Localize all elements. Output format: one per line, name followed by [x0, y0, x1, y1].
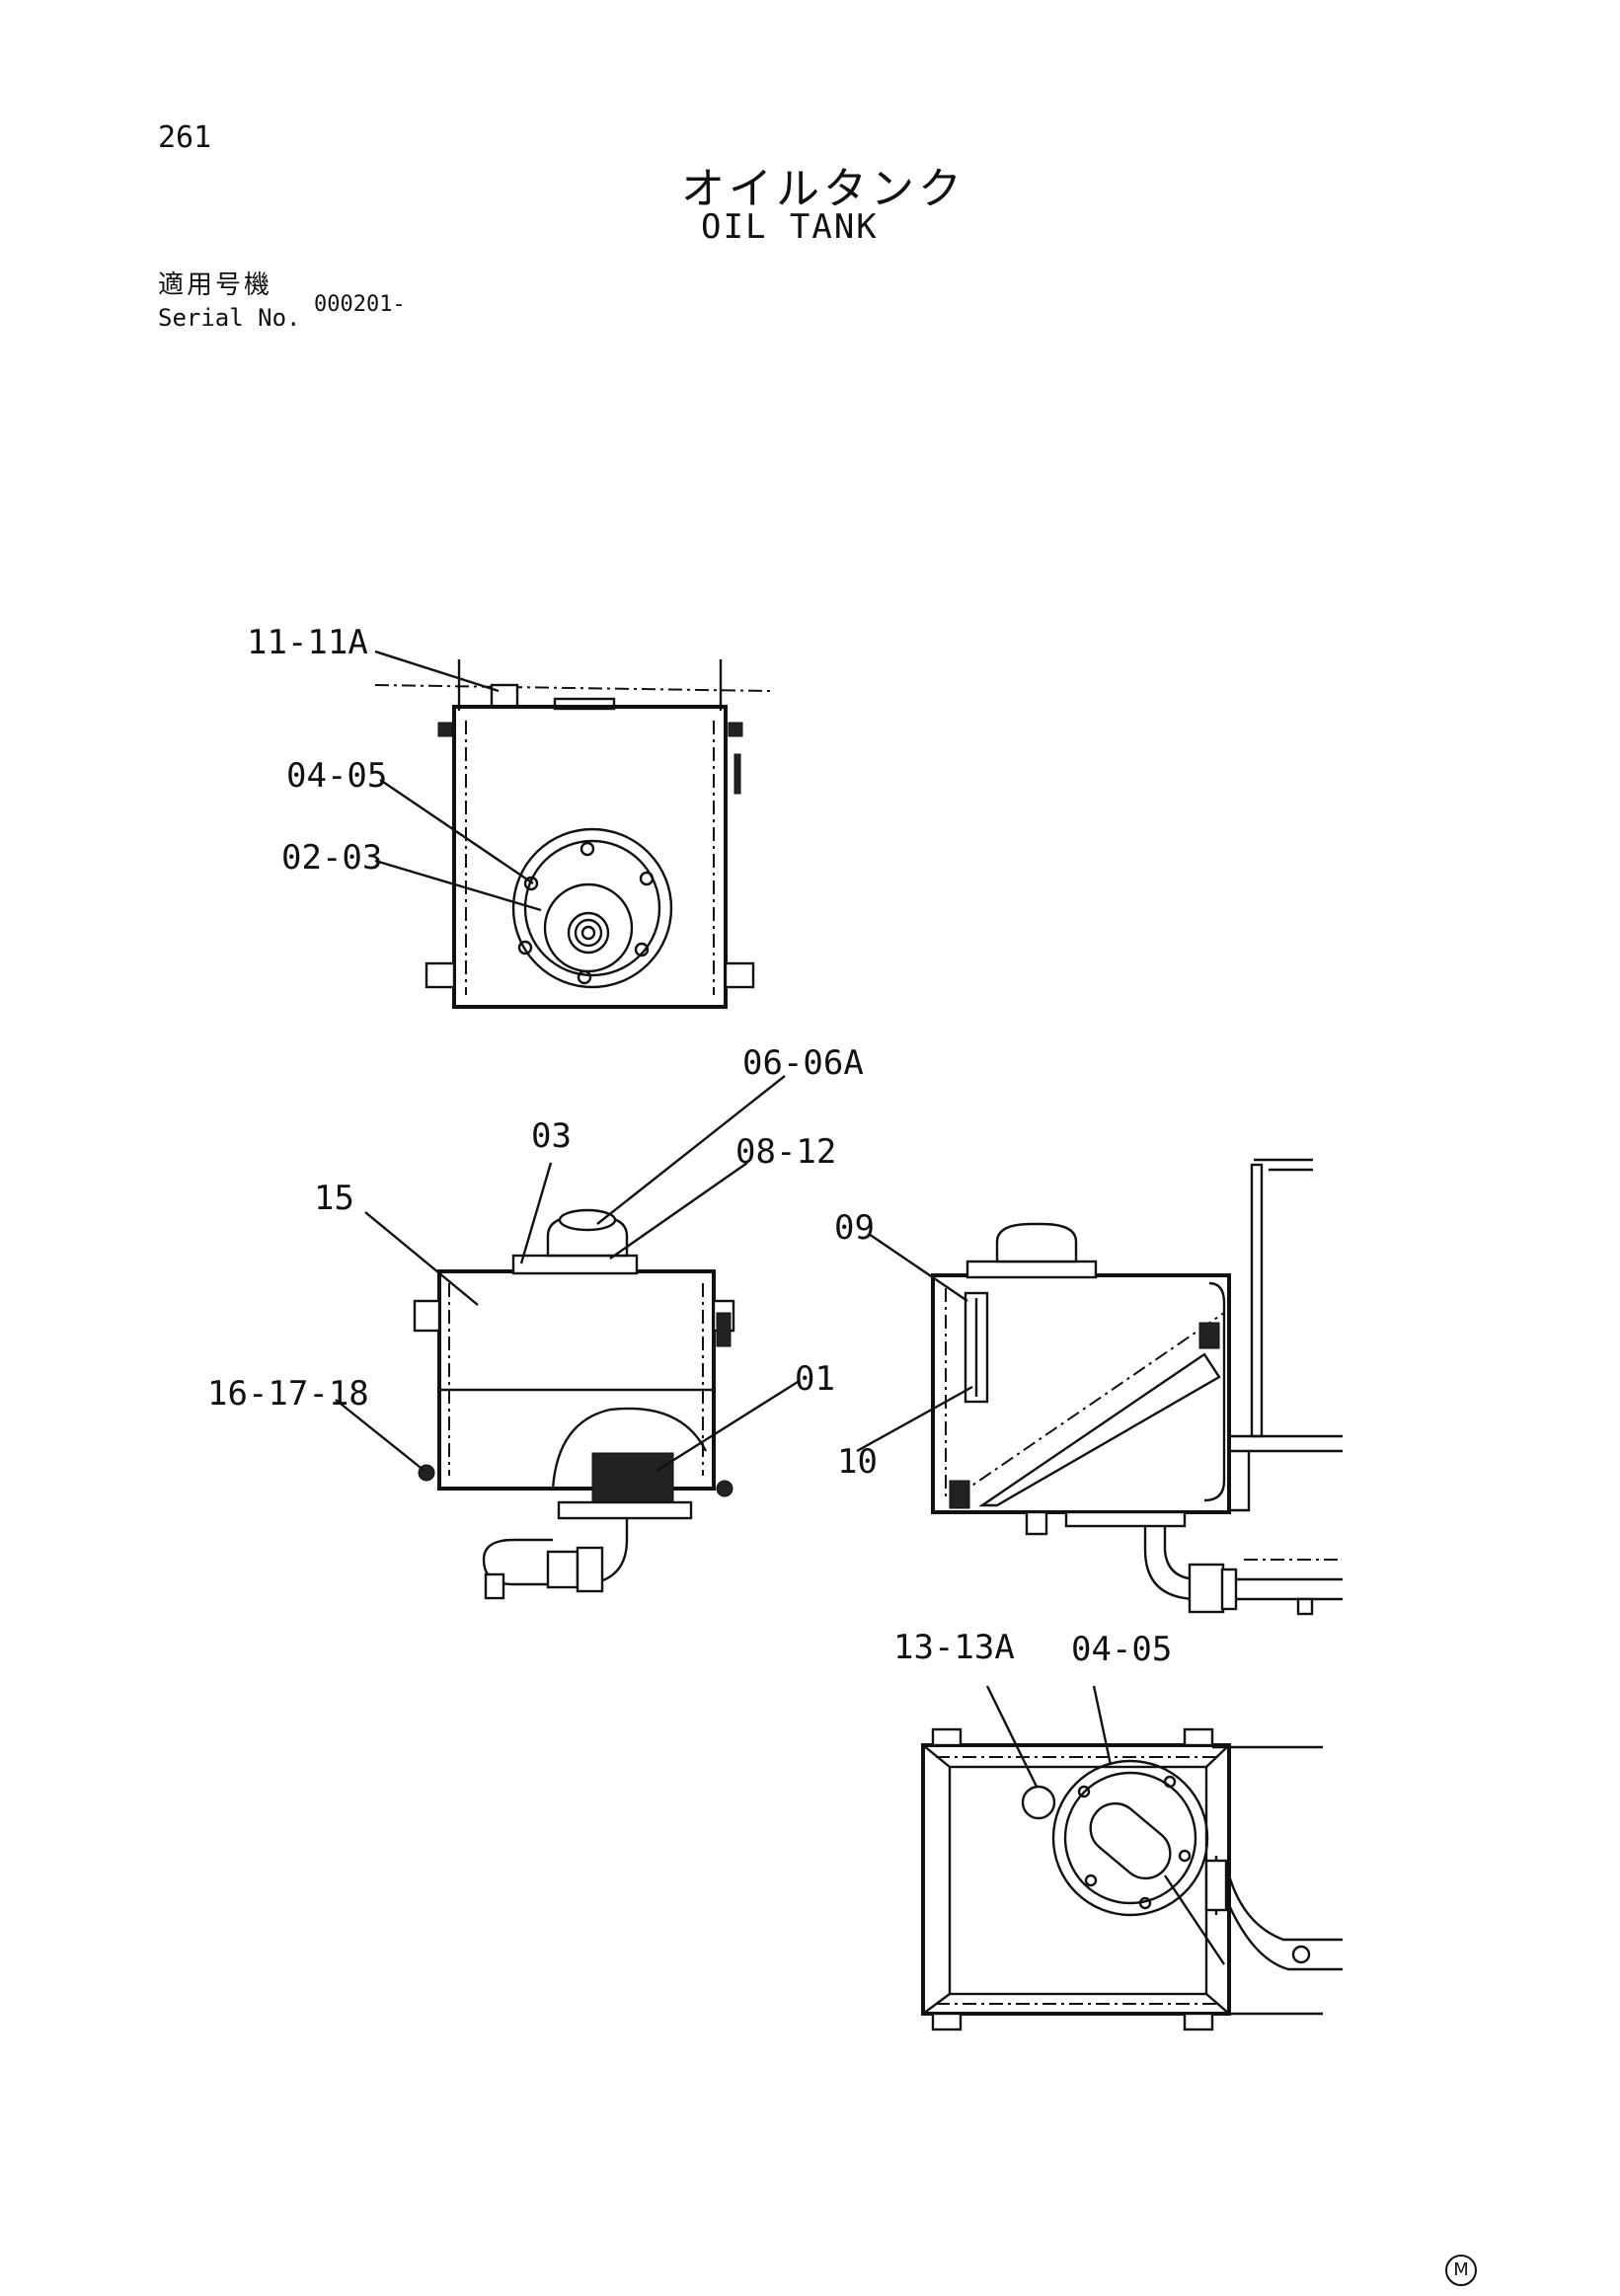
callout-11-11a: 11-11A — [247, 623, 368, 662]
callout-08-12: 08-12 — [735, 1132, 836, 1172]
serial-label-english: Serial No. — [158, 304, 301, 332]
bottom-view-drawing — [921, 1685, 1343, 2031]
page-number: 261 — [158, 120, 212, 155]
callout-02-03: 02-03 — [281, 838, 382, 878]
callout-06-06a: 06-06A — [742, 1043, 864, 1083]
callout-01: 01 — [795, 1359, 835, 1399]
page-title-japanese: オイルタンク — [681, 164, 965, 214]
side-view-drawing — [856, 1158, 1343, 1616]
front-view-drawing — [335, 1075, 799, 1600]
serial-label-japanese: 適用号機 — [158, 270, 273, 300]
top-view-drawing — [374, 650, 771, 1009]
callout-10: 10 — [837, 1442, 878, 1482]
callout-15: 15 — [314, 1179, 354, 1218]
m-mark-icon: M — [1445, 2255, 1477, 2286]
page-title-english: OIL TANK — [701, 207, 879, 247]
serial-number-value: 000201- — [314, 292, 406, 317]
callout-04-05-top: 04-05 — [286, 756, 387, 796]
callout-04-05-bottom: 04-05 — [1071, 1630, 1172, 1669]
callout-09: 09 — [834, 1208, 875, 1248]
callout-13-13a: 13-13A — [893, 1628, 1015, 1667]
callout-03: 03 — [531, 1116, 572, 1156]
callout-16-17-18: 16-17-18 — [207, 1374, 369, 1414]
